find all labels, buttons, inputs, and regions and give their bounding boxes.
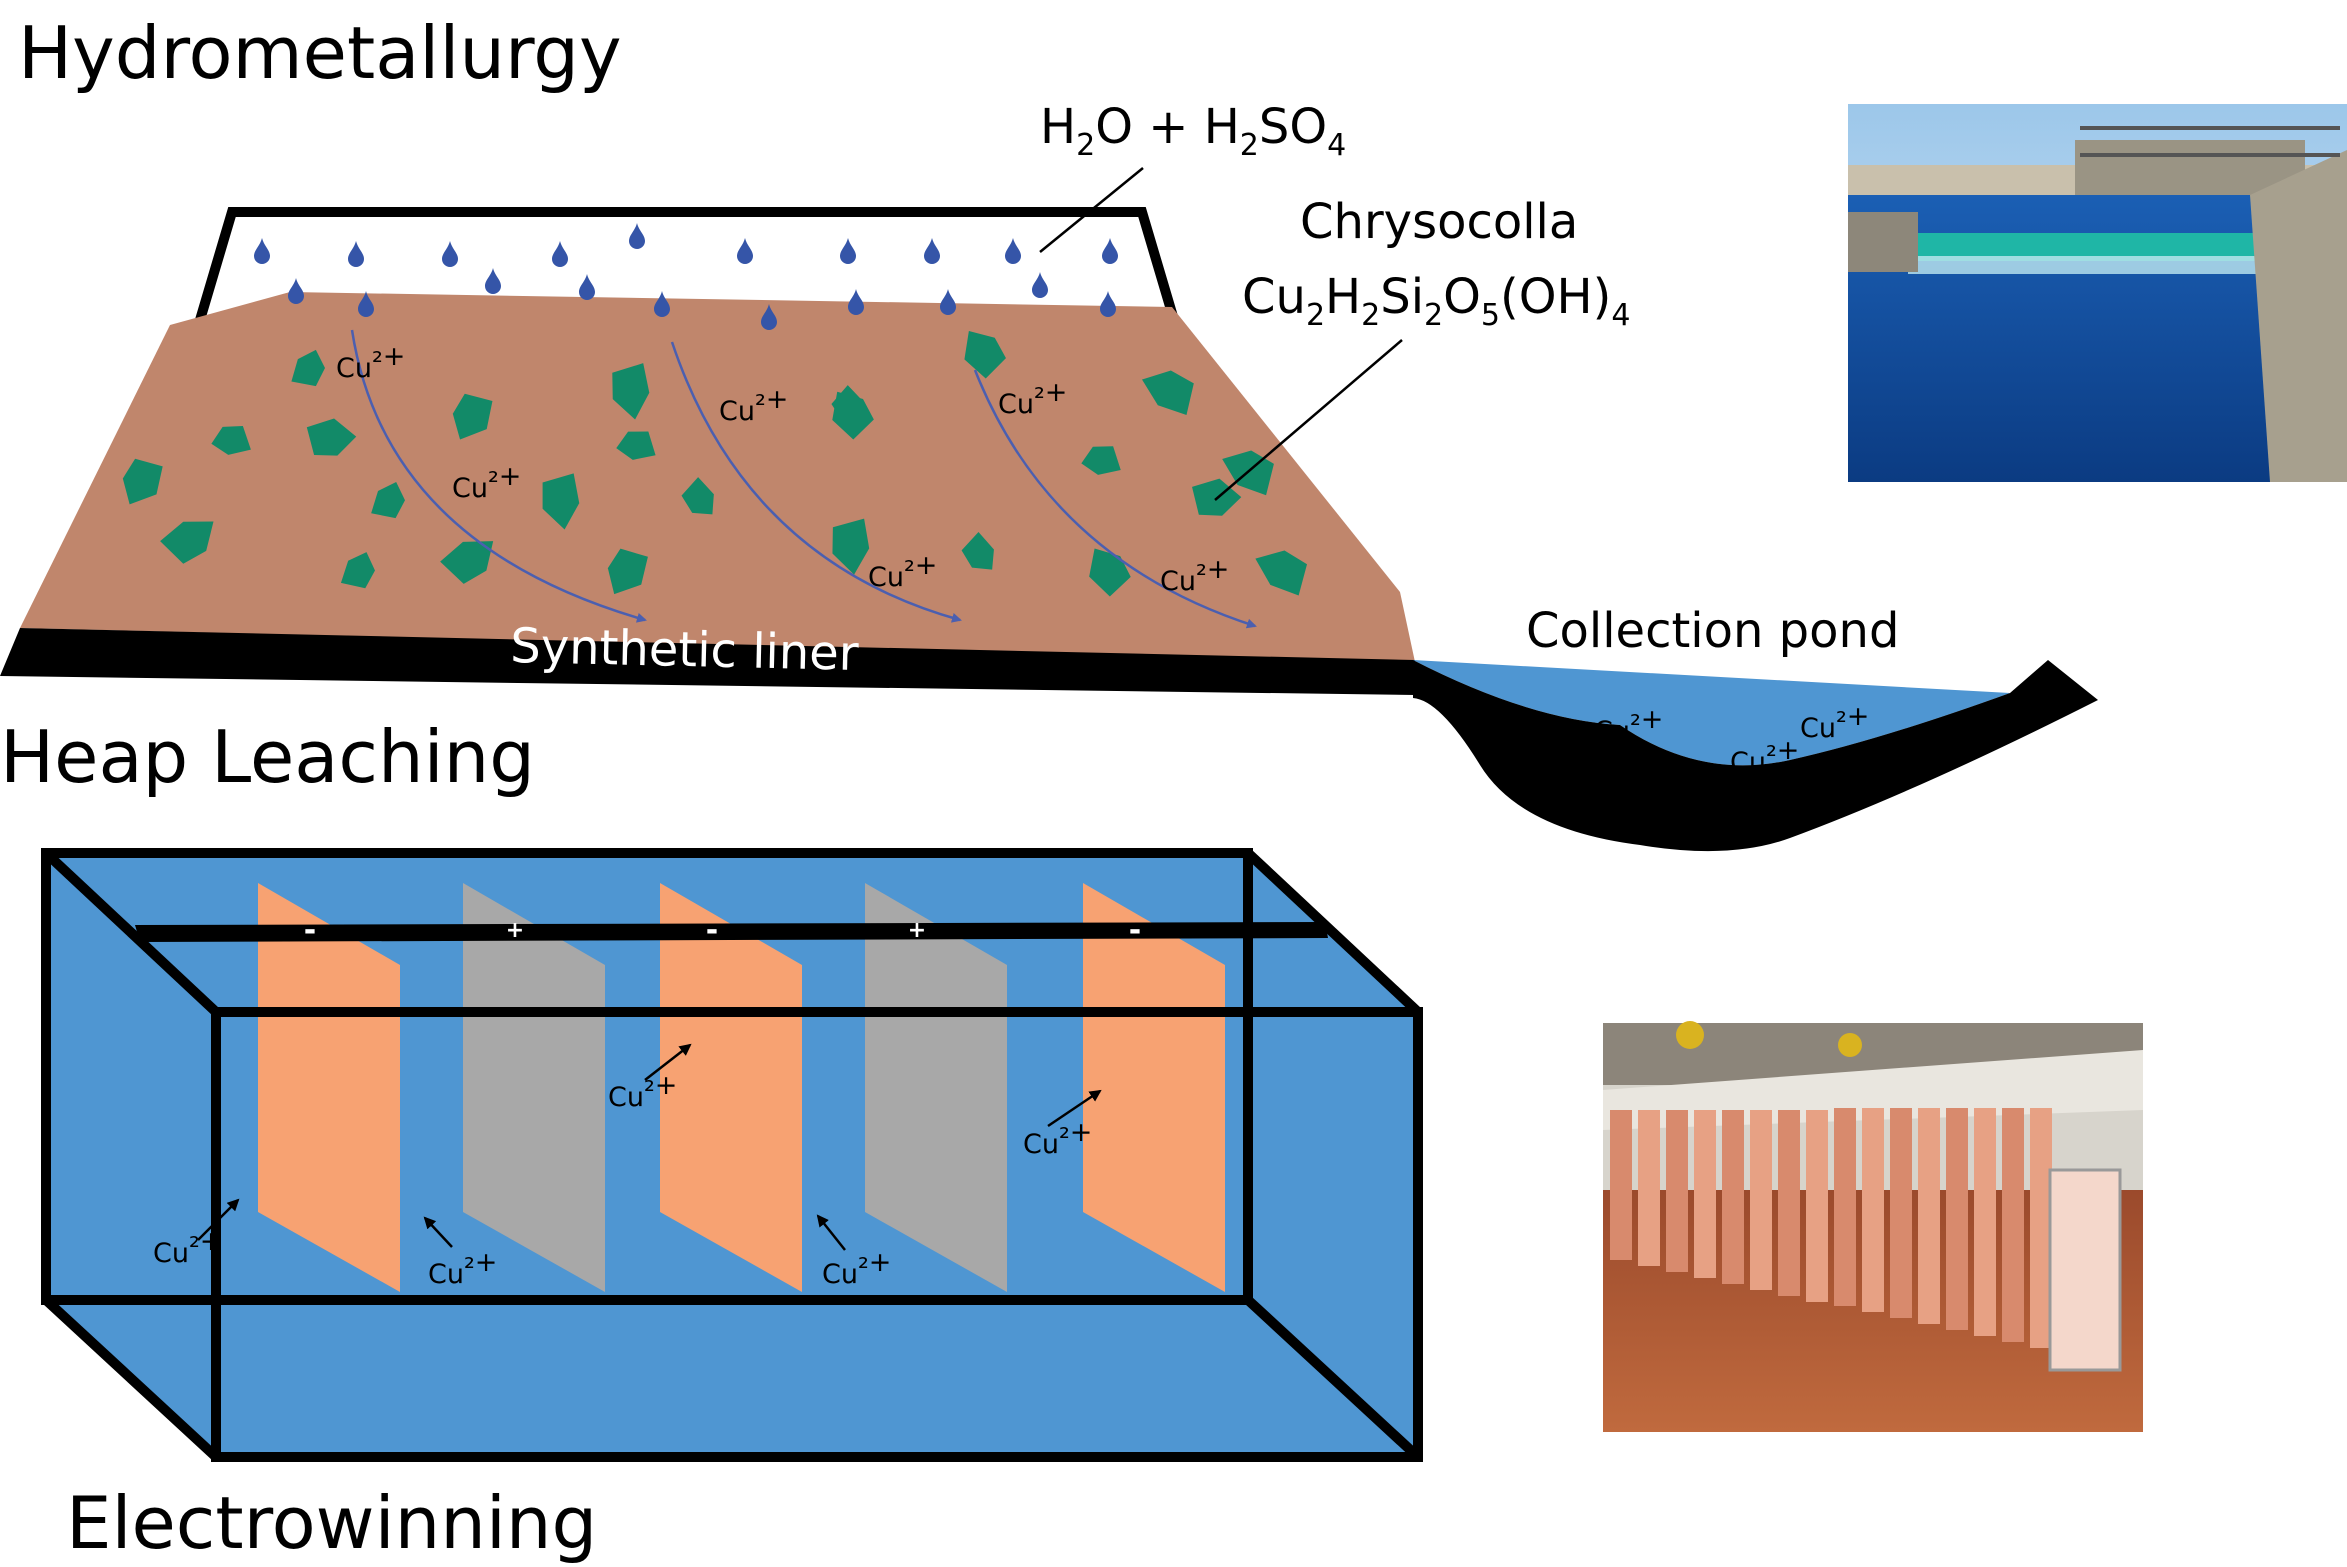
- acid-droplet: [485, 268, 501, 294]
- chrysocolla-formula: Cu2H2Si2O5(OH)4: [1242, 269, 1630, 333]
- anode-polarity-sign: +: [908, 918, 926, 943]
- electrode-plates: [258, 883, 1225, 1292]
- acid-droplet: [442, 241, 458, 267]
- chrysocolla-fragment: [160, 521, 214, 564]
- chrysocolla-label: Chrysocolla: [1300, 194, 1578, 250]
- chrysocolla-fragment: [340, 552, 375, 589]
- cathode-plate: [258, 883, 400, 1292]
- flow-arrow-3: [973, 369, 1257, 629]
- chrysocolla-fragment: [607, 548, 648, 595]
- anode-polarity-sign: +: [506, 918, 524, 943]
- cathode-polarity-sign: -: [706, 913, 718, 948]
- acid-droplet: [848, 289, 864, 315]
- collection-pond-label: Collection pond: [1526, 603, 1899, 659]
- chrysocolla-fragment: [961, 532, 994, 570]
- copper-ion-label: Cu²+: [452, 461, 521, 504]
- copper-ion-label: Cu²+: [1730, 735, 1799, 778]
- chrysocolla-fragment: [616, 431, 656, 460]
- acid-droplet: [737, 238, 753, 264]
- anode-plate: [865, 883, 1007, 1292]
- copper-ion-label: Cu²+: [1594, 704, 1663, 747]
- copper-ion-label: Cu²+: [153, 1226, 222, 1269]
- acid-droplet: [629, 223, 645, 249]
- acid-droplet: [579, 274, 595, 300]
- acid-droplet: [940, 289, 956, 315]
- cathode-plate: [1083, 883, 1225, 1292]
- acid-droplet: [254, 238, 270, 264]
- synthetic-liner: [0, 628, 1415, 695]
- electrowinning-cell: - + - + - Cu²+ Cu²+ Cu²+ Cu²+ Cu²+: [41, 848, 1423, 1462]
- chrysocolla-fragment: [832, 518, 870, 575]
- heap-copper-ions: Cu²+Cu²+Cu²+Cu²+Cu²+Cu²+Cu²+Cu²+Cu²+: [336, 341, 1869, 778]
- copper-cathode-photo: [1603, 1021, 2143, 1432]
- solution-pond-photo: [1848, 104, 2347, 482]
- acid-droplet: [1032, 272, 1048, 298]
- chrysocolla-fragment: [122, 458, 163, 505]
- copper-ion-label: Cu²+: [1023, 1117, 1092, 1160]
- chrysocolla-fragment: [964, 331, 1006, 379]
- chrysocolla-fragment: [832, 391, 874, 440]
- cathode-polarity-sign: -: [1129, 913, 1141, 948]
- collection-pond-water: [1413, 660, 2010, 766]
- chrysocolla-fragment: [542, 473, 580, 530]
- electrode-polarity-signs: - + - + -: [304, 913, 1141, 948]
- title-electrowinning: Electrowinning: [66, 1481, 597, 1565]
- cathode-plate: [660, 883, 802, 1292]
- acid-droplet: [348, 241, 364, 267]
- acid-droplet: [924, 238, 940, 264]
- chrysocolla-fragment: [291, 349, 325, 387]
- acid-droplet: [1100, 291, 1116, 317]
- acid-leader-line: [1039, 167, 1144, 253]
- chrysocolla-leader-line: [1214, 339, 1403, 501]
- flow-arrow-1: [350, 329, 647, 623]
- chrysocolla-fragment: [452, 393, 493, 440]
- sprinkler-frame: [195, 207, 1179, 322]
- title-heap-leaching: Heap Leaching: [0, 715, 535, 799]
- copper-ion-label: Cu²+: [428, 1247, 497, 1290]
- acid-droplet: [761, 304, 777, 330]
- copper-ion-label: Cu²+: [1800, 701, 1869, 744]
- chrysocolla-fragment: [306, 418, 357, 456]
- chrysocolla-fragment: [1255, 550, 1308, 596]
- copper-ion-label: Cu²+: [336, 341, 405, 384]
- copper-ion-label: Cu²+: [608, 1070, 677, 1113]
- chrysocolla-fragment: [371, 482, 405, 519]
- acid-droplet: [358, 291, 374, 317]
- acid-droplet: [840, 238, 856, 264]
- acid-droplets: [254, 223, 1118, 330]
- copper-ion-label: Cu²+: [1160, 554, 1229, 597]
- chrysocolla-fragment: [612, 363, 650, 420]
- acid-droplet: [1005, 238, 1021, 264]
- chrysocolla-fragment: [440, 541, 494, 584]
- cathode-polarity-sign: -: [304, 913, 316, 948]
- flow-arrow-2: [670, 341, 962, 623]
- copper-ion-label: Cu²+: [868, 550, 937, 593]
- copper-ion-label: Cu²+: [998, 377, 1067, 420]
- chrysocolla-fragment: [211, 426, 251, 455]
- chrysocolla-fragment: [1142, 370, 1194, 415]
- acid-droplet: [288, 278, 304, 304]
- anode-plate: [463, 883, 605, 1292]
- heap-leaching-diagram: Synthetic liner Collection pond H2O + H2…: [0, 99, 2098, 852]
- chrysocolla-fragment: [681, 477, 714, 515]
- synthetic-liner-label: Synthetic liner: [510, 618, 860, 682]
- copper-ion-label: Cu²+: [822, 1247, 891, 1290]
- bus-bar: [135, 922, 1328, 942]
- title-hydrometallurgy: Hydrometallurgy: [18, 11, 622, 95]
- copper-ion-label: Cu²+: [719, 384, 788, 427]
- acid-droplet: [654, 291, 670, 317]
- chrysocolla-fragment: [1081, 446, 1121, 475]
- electrowinning-copper-ions: Cu²+ Cu²+ Cu²+ Cu²+ Cu²+: [153, 1070, 1092, 1290]
- chrysocolla-fragments: [122, 331, 1308, 597]
- tank-edges: [41, 848, 1423, 1462]
- acid-droplet: [552, 241, 568, 267]
- acid-solution-label: H2O + H2SO4: [1040, 99, 1346, 163]
- collection-pond-liner: [1413, 660, 2098, 852]
- acid-droplet: [1102, 238, 1118, 264]
